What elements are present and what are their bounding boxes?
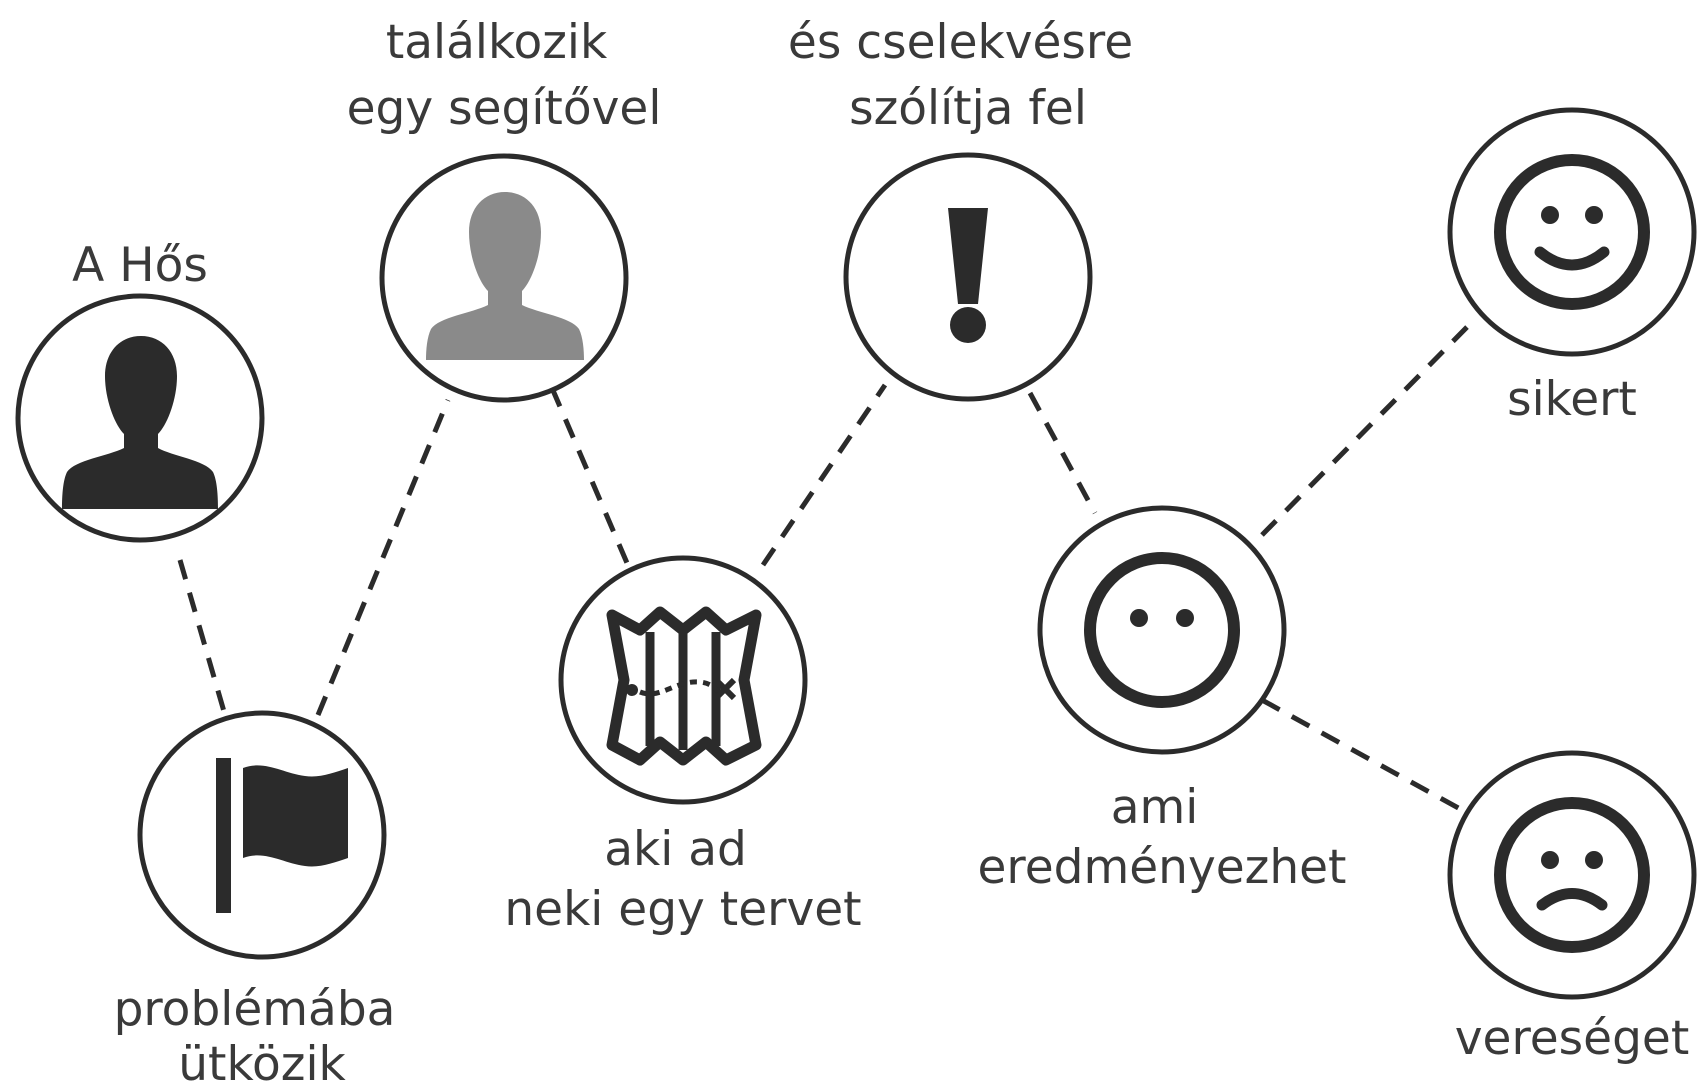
node-outcome bbox=[1037, 505, 1287, 755]
treasure-map-icon bbox=[606, 606, 762, 766]
connector-plan-call bbox=[760, 383, 888, 567]
node-failure bbox=[1447, 750, 1697, 1000]
person-icon bbox=[426, 192, 584, 360]
node-success bbox=[1447, 107, 1697, 357]
label-problem: problémába ütközik bbox=[114, 982, 411, 1090]
flag-icon bbox=[216, 758, 348, 913]
node-problem bbox=[137, 710, 387, 960]
person-icon bbox=[62, 336, 218, 509]
connector-outcome-success bbox=[1260, 320, 1474, 537]
smiley-face-icon bbox=[1494, 154, 1650, 310]
label-failure: vereséget bbox=[1455, 1011, 1690, 1066]
connector-hero-problem bbox=[177, 559, 228, 716]
label-hero: A Hős bbox=[72, 238, 208, 293]
connector-call-outcome bbox=[1027, 391, 1098, 515]
node-plan bbox=[558, 555, 808, 805]
label-plan: aki ad neki egy tervet bbox=[504, 822, 861, 937]
neutral-face-icon bbox=[1084, 552, 1240, 708]
label-call: és cselekvésre szólítja fel bbox=[788, 15, 1148, 136]
sad-face-icon bbox=[1494, 797, 1650, 953]
label-success: sikert bbox=[1507, 372, 1637, 427]
connector-problem-mentor bbox=[315, 399, 451, 716]
label-outcome: ami eredményezhet bbox=[978, 780, 1347, 895]
node-call bbox=[843, 152, 1093, 402]
label-mentor: találkozik egy segítővel bbox=[347, 15, 662, 136]
exclamation-icon bbox=[948, 208, 988, 343]
connector-outcome-failure bbox=[1260, 697, 1464, 813]
node-mentor bbox=[379, 153, 629, 403]
connector-mentor-plan bbox=[549, 387, 633, 571]
node-hero bbox=[15, 293, 265, 543]
